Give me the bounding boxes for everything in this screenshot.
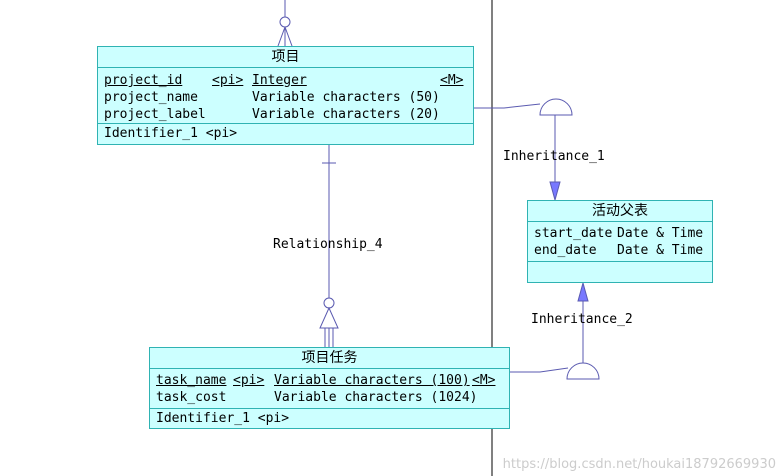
attribute-name: start_date — [534, 226, 613, 241]
attribute-name: task_name — [156, 373, 227, 388]
attribute-type: Date & Time — [617, 226, 704, 241]
attribute-mandatory: <M> — [440, 73, 464, 88]
entity-project-title: 项目 — [98, 47, 473, 68]
relationship-4-circle — [323, 297, 335, 309]
entity-project-task-title: 项目任务 — [150, 348, 509, 369]
attribute-row: project_name Variable characters (50) — [98, 89, 473, 106]
attribute-pi: <pi> — [233, 373, 265, 388]
top-stub-circle — [279, 16, 291, 28]
attribute-type: Variable characters (20) — [252, 107, 440, 122]
entity-project-task-identifier: Identifier_1 <pi> — [156, 411, 290, 426]
inheritance-1-symbol — [539, 98, 573, 116]
relationship-4-triangle — [319, 306, 339, 329]
entity-project[interactable]: 项目 project_id <pi> Integer <M> project_n… — [97, 46, 474, 145]
entity-project-identifier: Identifier_1 <pi> — [104, 126, 238, 141]
attribute-type: Variable characters (1024) — [274, 390, 478, 405]
inheritance-1-arrow — [549, 181, 561, 202]
entity-project-task[interactable]: 项目任务 task_name <pi> Variable characters … — [149, 347, 510, 429]
attribute-row: end_date Date & Time — [528, 242, 712, 259]
attribute-row: start_date Date & Time — [528, 225, 712, 242]
inheritance-1-link — [474, 103, 541, 109]
top-stub-fork-left — [277, 26, 286, 47]
attribute-row: task_name <pi> Variable characters (100)… — [150, 372, 509, 389]
attribute-name: task_cost — [156, 390, 227, 405]
watermark-text: https://blog.csdn.net/houkai18792669930 — [502, 457, 776, 472]
attribute-type: Variable characters (100) — [274, 373, 470, 388]
attribute-name: project_id — [104, 73, 183, 88]
attribute-row: project_label Variable characters (20) — [98, 106, 473, 123]
entity-activity-parent-title: 活动父表 — [528, 201, 712, 222]
top-stub-fork-right — [284, 26, 293, 47]
entity-project-task-attributes: task_name <pi> Variable characters (100)… — [150, 369, 509, 409]
inheritance-2-link — [510, 367, 569, 373]
relationship-4-label: Relationship_4 — [273, 237, 383, 252]
entity-project-attributes: project_id <pi> Integer <M> project_name… — [98, 68, 473, 124]
entity-activity-parent-attributes: start_date Date & Time end_date Date & T… — [528, 222, 712, 262]
attribute-type: Date & Time — [617, 243, 704, 258]
attribute-pi: <pi> — [212, 73, 244, 88]
attribute-name: project_label — [104, 107, 206, 122]
attribute-type: Variable characters (50) — [252, 90, 440, 105]
attribute-name: end_date — [534, 243, 597, 258]
inheritance-2-arrow — [577, 281, 589, 302]
attribute-row: task_cost Variable characters (1024) — [150, 389, 509, 406]
attribute-row: project_id <pi> Integer <M> — [98, 72, 473, 89]
inheritance-2-symbol — [566, 362, 600, 380]
attribute-mandatory: <M> — [472, 373, 496, 388]
inheritance-2-label: Inheritance_2 — [531, 312, 633, 327]
inheritance-1-label: Inheritance_1 — [503, 149, 605, 164]
entity-activity-parent[interactable]: 活动父表 start_date Date & Time end_date Dat… — [527, 200, 713, 283]
attribute-name: project_name — [104, 90, 198, 105]
attribute-type: Integer — [252, 73, 307, 88]
